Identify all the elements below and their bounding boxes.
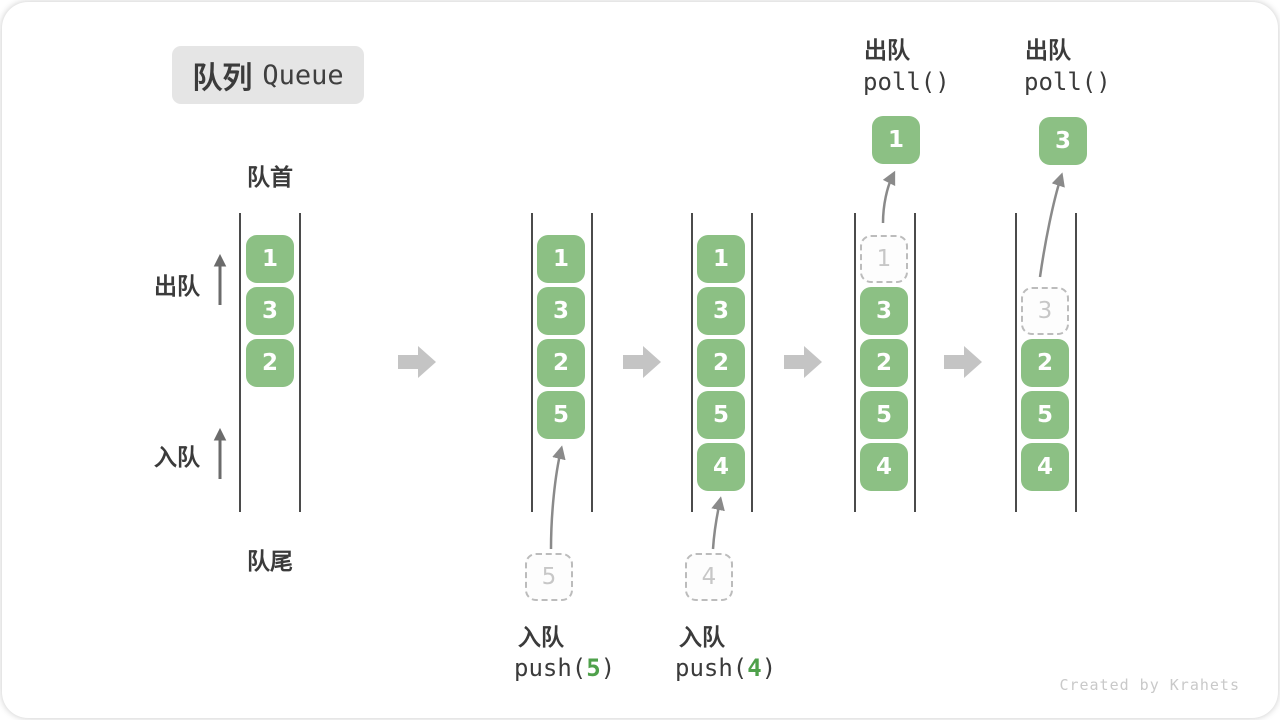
poll-arrow-icon xyxy=(1038,172,1065,278)
ghost-block: 4 xyxy=(685,553,733,601)
queue-block: 3 xyxy=(537,287,585,335)
op-label-enqueue: 入队 xyxy=(679,624,725,650)
queue-block: 2 xyxy=(860,339,908,387)
op-code-push: push(5) xyxy=(514,654,615,682)
popped-block: 3 xyxy=(1039,117,1087,165)
push-arrow-icon xyxy=(711,496,725,550)
op-label-dequeue: 出队 xyxy=(1025,37,1071,63)
queue-wall-line xyxy=(299,213,301,512)
queue-block: 5 xyxy=(860,391,908,439)
queue-wall-line xyxy=(1075,213,1077,512)
ghost-block: 5 xyxy=(525,553,573,601)
title-box: 队列 Queue xyxy=(172,46,364,104)
queue-wall-line xyxy=(1015,213,1017,512)
queue-block: 4 xyxy=(1021,443,1069,491)
op-code-arg: 4 xyxy=(747,654,762,682)
op-label-enqueue: 入队 xyxy=(518,624,564,650)
op-code-push: push(4) xyxy=(675,654,776,682)
label-queue-rear: 队尾 xyxy=(247,548,293,574)
op-code-post: ) xyxy=(761,654,777,682)
queue-block: 4 xyxy=(697,443,745,491)
title-en: Queue xyxy=(262,59,344,91)
queue-wall-line xyxy=(914,213,916,512)
queue-wall-line xyxy=(751,213,753,512)
push-arrow-icon xyxy=(549,445,566,550)
queue-block: 2 xyxy=(246,339,294,387)
queue-block: 2 xyxy=(1021,339,1069,387)
watermark: Created by Krahets xyxy=(1059,676,1240,694)
label-enqueue: 入队 xyxy=(154,444,200,470)
label-queue-front: 队首 xyxy=(247,164,293,190)
op-code-poll: poll() xyxy=(1024,68,1111,96)
queue-block: 1 xyxy=(537,235,585,283)
queue-block: 5 xyxy=(1021,391,1069,439)
state-arrow-icon xyxy=(623,346,661,378)
state-arrow-icon xyxy=(784,346,822,378)
queue-block: 2 xyxy=(537,339,585,387)
popped-block: 1 xyxy=(872,116,920,164)
queue-wall-line xyxy=(691,213,693,512)
label-dequeue: 出队 xyxy=(154,273,200,299)
queue-block: 3 xyxy=(246,287,294,335)
ghost-block: 1 xyxy=(860,235,908,283)
op-code-arg: 5 xyxy=(586,654,601,682)
op-code-post: ) xyxy=(600,654,616,682)
state-arrow-icon xyxy=(944,346,982,378)
queue-wall-line xyxy=(239,213,241,512)
queue-wall-line xyxy=(591,213,593,512)
queue-block: 3 xyxy=(860,287,908,335)
op-code-poll: poll() xyxy=(863,68,950,96)
queue-block: 4 xyxy=(860,443,908,491)
op-code-pre: push( xyxy=(675,654,748,682)
queue-wall-line xyxy=(854,213,856,512)
queue-wall-line xyxy=(531,213,533,512)
state-arrow-icon xyxy=(398,346,436,378)
ghost-block: 3 xyxy=(1021,287,1069,335)
queue-block: 5 xyxy=(697,391,745,439)
op-label-dequeue: 出队 xyxy=(864,37,910,63)
queue-block: 1 xyxy=(246,235,294,283)
poll-arrow-icon xyxy=(881,170,896,224)
op-code-pre: push( xyxy=(514,654,587,682)
title-zh: 队列 xyxy=(192,62,253,95)
queue-block: 1 xyxy=(697,235,745,283)
queue-block: 5 xyxy=(537,391,585,439)
queue-block: 3 xyxy=(697,287,745,335)
queue-block: 2 xyxy=(697,339,745,387)
